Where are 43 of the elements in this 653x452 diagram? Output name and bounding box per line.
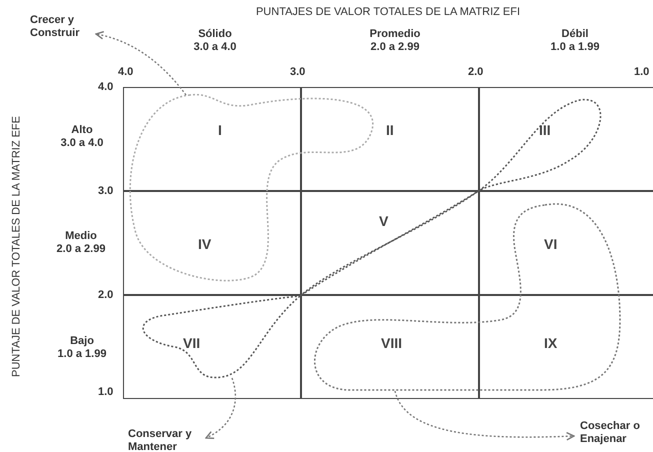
tick-value: 4.0 <box>98 81 114 94</box>
tick-value: 3.0 <box>98 185 114 198</box>
dotted-loop <box>314 203 621 391</box>
matrix-cell <box>123 191 301 295</box>
tick-value: 2.0 <box>468 66 484 79</box>
row-heading: Alto 3.0 a 4.0 <box>60 124 104 150</box>
matrix-cell <box>479 191 653 295</box>
matrix-cell <box>123 87 301 191</box>
roman-numeral: I <box>218 122 222 138</box>
column-heading: Sólido 3.0 a 4.0 <box>192 28 238 54</box>
matrix-cell <box>123 295 301 399</box>
dotted-loop <box>129 94 374 282</box>
leader-arrow <box>95 31 187 96</box>
axis-title: PUNTAJE DE VALOR TOTALES DE LA MATRIZ EFE <box>10 115 24 380</box>
axis-title: PUNTAJES DE VALOR TOTALES DE LA MATRIZ EFI <box>254 6 522 19</box>
leader-arrow <box>205 378 236 439</box>
tick-value: 1.0 <box>98 386 114 399</box>
row-heading: Bajo 1.0 a 1.99 <box>56 335 108 361</box>
matrix-cell <box>301 87 479 191</box>
row-heading: Medio 2.0 a 2.99 <box>56 230 106 256</box>
strategy-label: Crecer y Construir <box>30 14 92 40</box>
matrix-cell <box>301 191 479 295</box>
roman-numeral: IV <box>198 236 212 252</box>
roman-numeral: IX <box>544 335 558 351</box>
column-heading: Promedio 2.0 a 2.99 <box>368 28 422 54</box>
column-heading: Débil 1.0 a 1.99 <box>550 28 600 54</box>
roman-numeral: III <box>539 122 551 138</box>
roman-numeral: II <box>386 122 394 138</box>
strategy-label: Cosechar o Enajenar <box>580 420 652 446</box>
tick-value: 4.0 <box>118 66 134 79</box>
roman-numeral: VI <box>544 236 558 252</box>
roman-numeral: VII <box>183 335 200 351</box>
strategy-label: Conservar y Mantener <box>128 428 206 452</box>
roman-numeral: V <box>379 213 388 229</box>
tick-value: 2.0 <box>98 289 114 302</box>
dotted-loop <box>142 99 602 378</box>
matrix-cell <box>479 295 653 399</box>
leader-arrow <box>394 390 575 441</box>
roman-numeral: VIII <box>381 335 402 351</box>
tick-value: 1.0 <box>634 66 650 79</box>
matrix-cell <box>301 295 479 399</box>
matrix-cell <box>479 87 653 191</box>
tick-value: 3.0 <box>290 66 306 79</box>
